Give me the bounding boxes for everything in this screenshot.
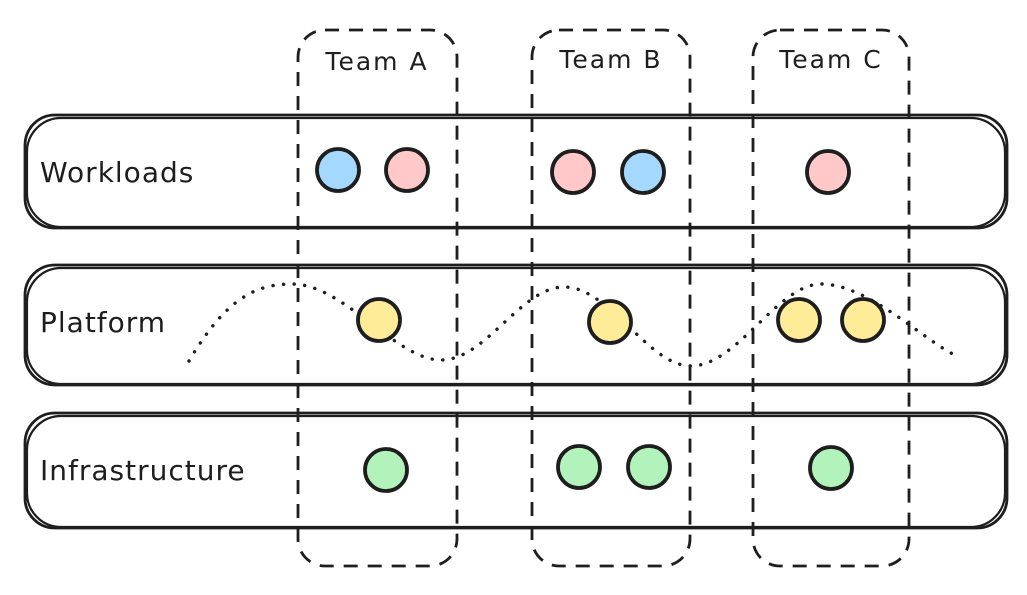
platform-dot-yellow — [840, 297, 886, 343]
columns-layer — [296, 28, 911, 568]
infrastructure-dot-green — [556, 444, 602, 490]
row-label-platform: Platform — [40, 306, 166, 339]
infrastructure-dot-green — [626, 444, 672, 490]
platform-dot-yellow — [356, 297, 402, 343]
column-team-a — [296, 28, 459, 568]
row-workloads — [23, 113, 1009, 230]
labels-layer: Workloads Platform Infrastructure Team A… — [40, 45, 882, 487]
row-infrastructure — [23, 411, 1009, 530]
column-team-c — [751, 28, 911, 568]
column-label-team-b: Team B — [558, 45, 662, 74]
platform-wave-dotted-line — [187, 282, 959, 368]
infrastructure-dot-green — [363, 447, 409, 493]
row-label-workloads: Workloads — [40, 156, 194, 189]
platform-dot-yellow — [587, 299, 633, 345]
workloads-dot-blue — [315, 147, 361, 193]
platform-dot-yellow — [776, 297, 822, 343]
workloads-dot-pink — [805, 149, 851, 195]
infrastructure-dot-green — [808, 445, 854, 491]
workloads-dot-pink — [550, 149, 596, 195]
row-platform — [23, 263, 1009, 387]
column-label-team-a: Team A — [324, 47, 428, 76]
column-team-b — [530, 28, 692, 568]
row-label-infrastructure: Infrastructure — [40, 454, 246, 487]
rows-layer — [23, 113, 1009, 530]
workloads-dot-blue — [620, 149, 666, 195]
workloads-dot-pink — [384, 147, 430, 193]
dots-layer — [315, 147, 886, 493]
column-label-team-c: Team C — [778, 45, 882, 74]
